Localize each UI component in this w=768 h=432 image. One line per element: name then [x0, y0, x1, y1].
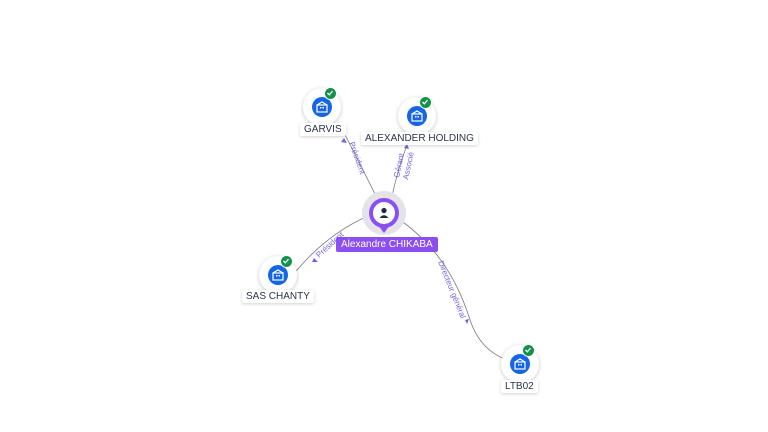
- person-icon: [379, 207, 389, 218]
- building-icon: [316, 101, 328, 113]
- company-node-sas-chanty[interactable]: [259, 255, 297, 294]
- edge-arrow: [341, 138, 347, 143]
- building-icon: [411, 110, 423, 122]
- company-node-alexander-holding[interactable]: [398, 96, 436, 135]
- building-icon: [272, 269, 284, 281]
- check-icon: [283, 258, 289, 264]
- company-node-garvis[interactable]: [303, 87, 341, 126]
- company-label-garvis[interactable]: GARVIS: [300, 123, 346, 136]
- check-icon: [525, 347, 531, 353]
- edge-arrow: [404, 144, 409, 149]
- check-icon: [422, 99, 428, 105]
- person-pin-tip: [378, 225, 390, 233]
- company-node-ltb02[interactable]: [501, 344, 539, 383]
- edge-label-garvis: Président: [347, 141, 367, 177]
- company-label-alexander-holding[interactable]: ALEXANDER HOLDING: [361, 132, 478, 145]
- edge-arrow: [465, 319, 469, 324]
- person-node[interactable]: [369, 198, 399, 228]
- edge-sas-chanty: [292, 215, 369, 276]
- company-label-ltb02[interactable]: LTB02: [501, 380, 538, 393]
- edge-arrow: [312, 258, 318, 262]
- check-icon: [327, 90, 333, 96]
- company-label-sas-chanty[interactable]: SAS CHANTY: [242, 290, 314, 303]
- person-label[interactable]: Alexandre CHIKABA: [336, 237, 438, 252]
- edge-label-ltb02: Directeur général: [436, 259, 467, 319]
- building-icon: [514, 358, 526, 370]
